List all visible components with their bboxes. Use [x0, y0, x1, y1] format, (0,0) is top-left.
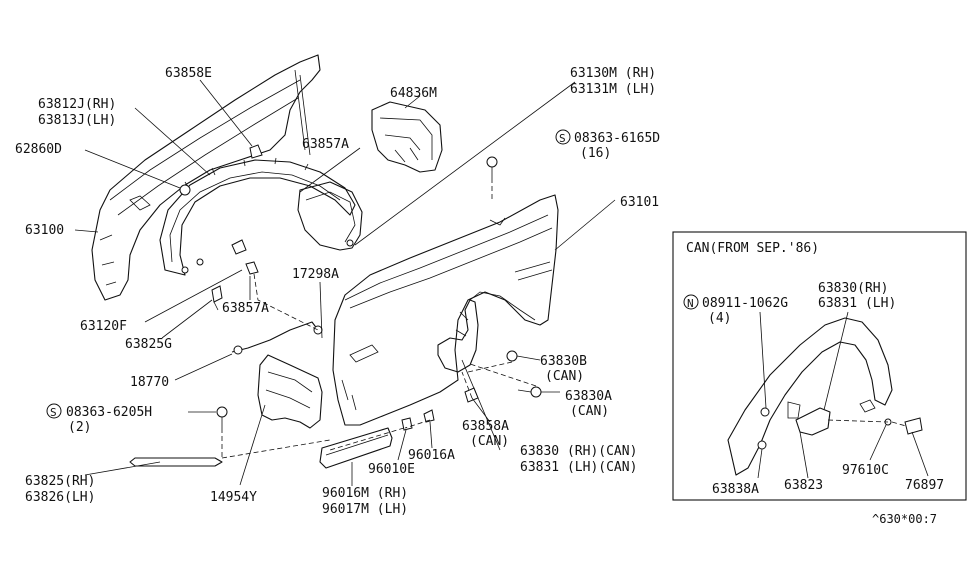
label-inset-63823: 63823	[784, 478, 823, 493]
wheel-house-liner-63812J	[159, 157, 356, 276]
label-inset-08911: 08911-1062G	[702, 296, 788, 311]
label-can-2: (CAN)	[570, 404, 609, 419]
label-17298A: 17298A	[292, 267, 339, 282]
label-64836M: 64836M	[390, 86, 437, 101]
label-63120F: 63120F	[80, 319, 127, 334]
label-96010E: 96010E	[368, 462, 415, 477]
symbol-n: N	[687, 297, 694, 310]
inset-can-from-sep-86	[672, 231, 967, 501]
moulding-96016M	[319, 427, 393, 469]
label-inset-qty-4: (4)	[708, 311, 731, 326]
label-63857A-top: 63857A	[302, 137, 349, 152]
footer-code: ^630*00:7	[872, 512, 937, 526]
label-63857A-bottom: 63857A	[222, 301, 269, 316]
label-62860D: 62860D	[15, 142, 62, 157]
label-63825-rh: 63825(RH)	[25, 474, 95, 489]
label-inset-97610C: 97610C	[842, 463, 889, 478]
label-63130M: 63130M (RH)	[570, 66, 656, 81]
label-inset-63830: 63830(RH)	[818, 281, 888, 296]
label-qty-16: (16)	[580, 146, 611, 161]
splash-shield-63130M	[297, 181, 363, 251]
fasteners	[179, 144, 542, 431]
fender-bracket-63825	[129, 457, 223, 467]
label-63100: 63100	[25, 223, 64, 238]
label-63826-lh: 63826(LH)	[25, 490, 95, 505]
mud-guard-14954Y	[257, 354, 323, 429]
front-fender-63101	[332, 194, 559, 426]
label-63830B: 63830B	[540, 354, 587, 369]
symbol-s-circle-2	[46, 403, 62, 419]
label-inset-76897: 76897	[905, 478, 944, 493]
symbol-s: S	[559, 132, 566, 145]
symbol-s-2: S	[50, 406, 57, 419]
symbol-s-circle	[555, 129, 571, 145]
label-inset-title: CAN(FROM SEP.'86)	[686, 241, 819, 256]
callout-labels: 63858E 64836M 63130M (RH) 63131M (LH) 63…	[15, 66, 944, 526]
label-63858E: 63858E	[165, 66, 212, 81]
label-63830-rh-can: 63830 (RH)(CAN)	[520, 444, 637, 459]
label-inset-63838A: 63838A	[712, 482, 759, 497]
inner-fender-apron-63100	[91, 54, 321, 301]
label-96016A: 96016A	[408, 448, 455, 463]
label-96016M: 96016M (RH)	[322, 486, 408, 501]
label-63830A: 63830A	[565, 389, 612, 404]
label-63812J: 63812J(RH)	[38, 97, 116, 112]
splash-shield-64836M	[371, 101, 443, 173]
label-63813J: 63813J(LH)	[38, 113, 116, 128]
leader-lines	[74, 79, 616, 486]
label-63831-lh-can: 63831 (LH)(CAN)	[520, 460, 637, 475]
fender-extension-63830-can	[437, 299, 479, 373]
label-14954Y: 14954Y	[210, 490, 257, 505]
label-08363-6205H: 08363-6205H	[66, 405, 152, 420]
label-63101: 63101	[620, 195, 659, 210]
label-inset-63831: 63831 (LH)	[818, 296, 896, 311]
label-63858A: 63858A	[462, 419, 509, 434]
label-18770: 18770	[130, 375, 169, 390]
label-08363-6165D: 08363-6165D	[574, 131, 660, 146]
label-can-3: (CAN)	[470, 434, 509, 449]
symbol-n-circle	[683, 294, 699, 310]
label-96017M: 96017M (LH)	[322, 502, 408, 517]
label-can-1: (CAN)	[545, 369, 584, 384]
label-63825G: 63825G	[125, 337, 172, 352]
label-63131M: 63131M (LH)	[570, 82, 656, 97]
label-qty-2: (2)	[68, 420, 91, 435]
